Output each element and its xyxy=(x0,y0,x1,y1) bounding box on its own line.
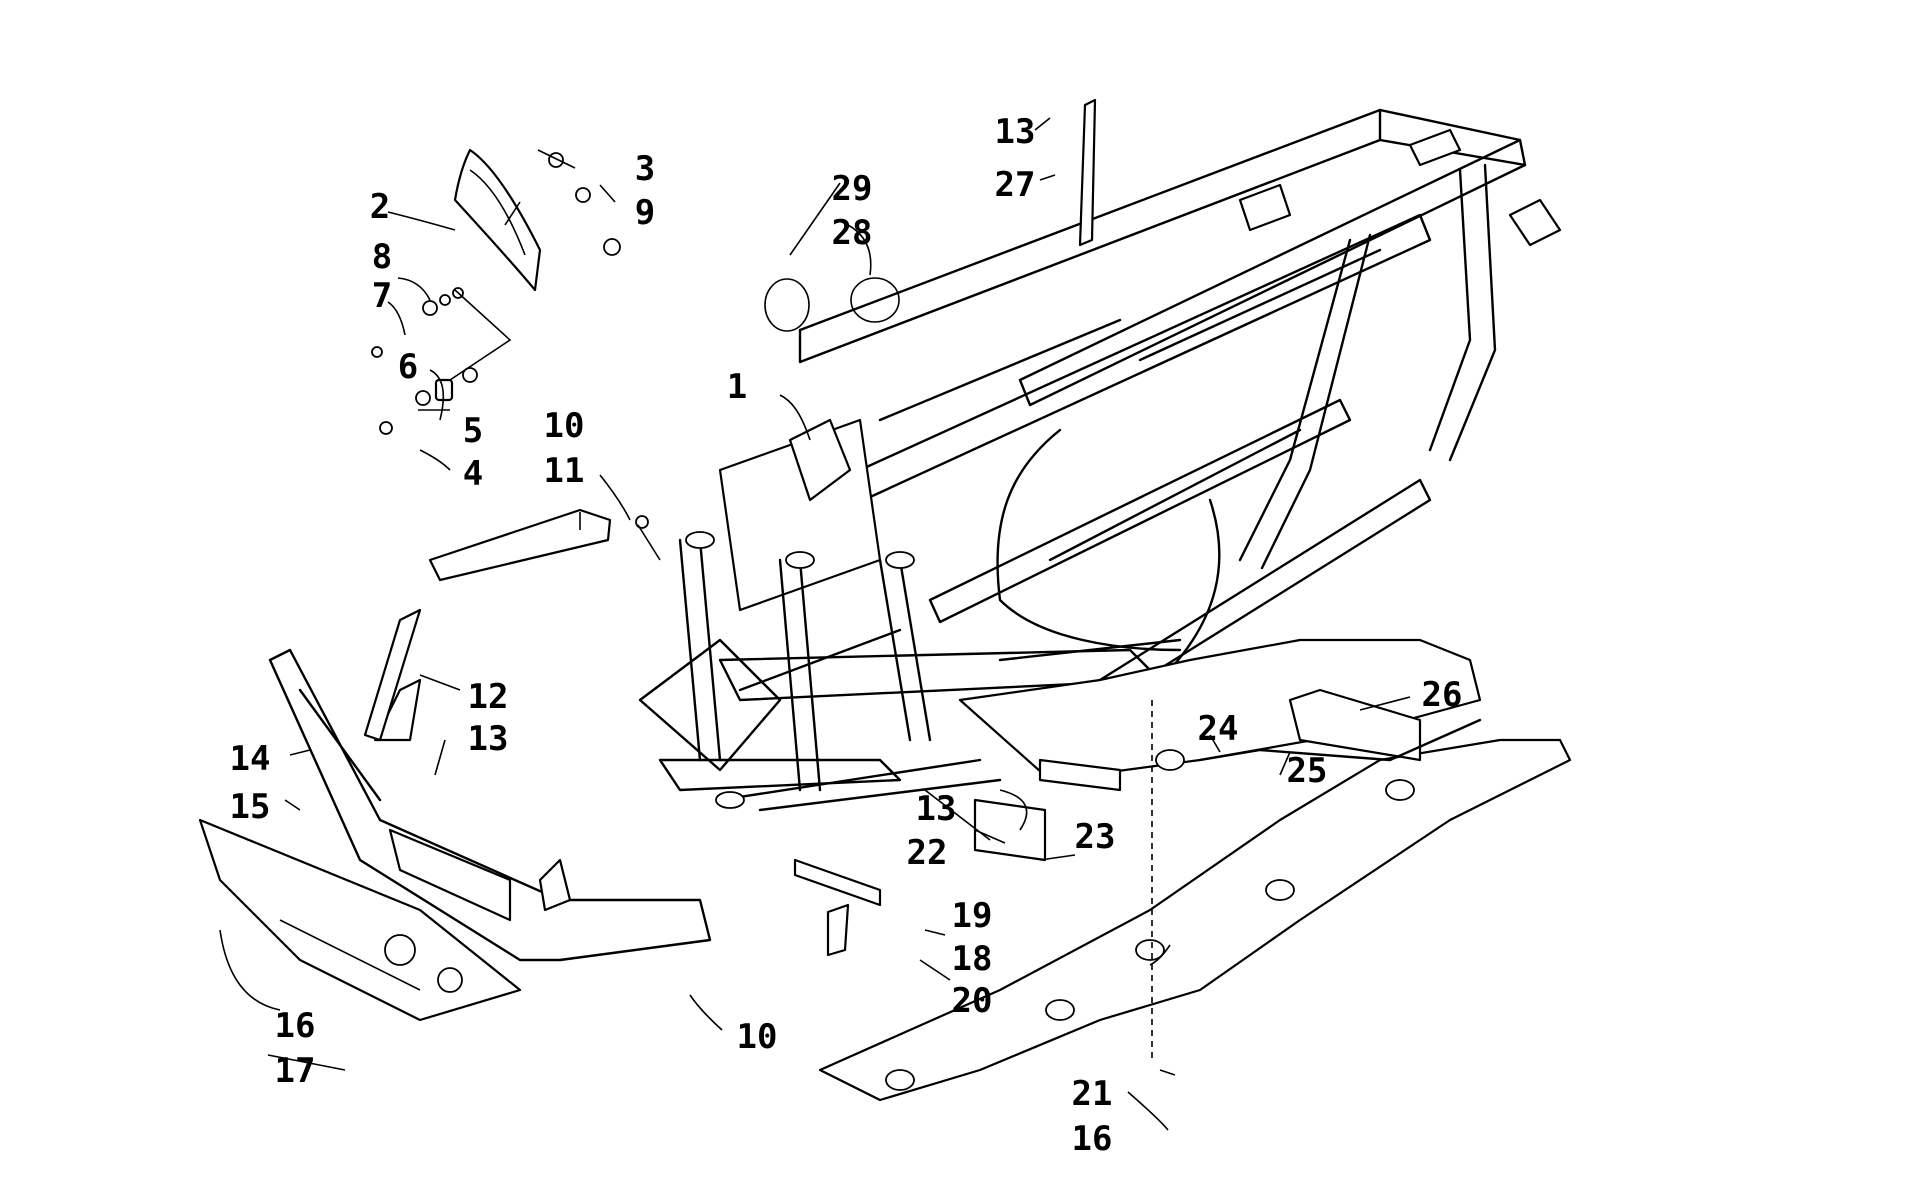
callout-26: 26 xyxy=(1422,675,1463,715)
callout-15: 15 xyxy=(230,787,271,827)
headlight-hardware xyxy=(371,152,621,435)
headlight-assembly xyxy=(453,148,542,292)
callout-13c: 13 xyxy=(995,112,1036,152)
callout-19: 19 xyxy=(952,896,993,936)
leader-lines xyxy=(219,117,1411,1131)
main-skid-plate xyxy=(818,638,1572,1102)
callout-23: 23 xyxy=(1075,817,1116,857)
callout-5: 5 xyxy=(463,411,483,451)
callout-7: 7 xyxy=(372,276,392,316)
callout-16b: 16 xyxy=(1072,1119,1113,1159)
bracket-18 xyxy=(793,858,882,957)
callout-20: 20 xyxy=(952,981,993,1021)
callout-13b: 13 xyxy=(916,789,957,829)
brace-12 xyxy=(363,608,422,742)
pads xyxy=(973,758,1122,862)
callout-labels: 1 2 3 4 5 6 7 8 9 10 10 11 12 13 13 13 1… xyxy=(230,112,1463,1159)
callout-24: 24 xyxy=(1198,709,1239,749)
callout-29: 29 xyxy=(832,169,873,209)
callout-14: 14 xyxy=(230,739,271,779)
callout-28: 28 xyxy=(832,213,873,253)
callout-11: 11 xyxy=(544,451,585,491)
clamps xyxy=(764,277,900,332)
callout-10b: 10 xyxy=(737,1017,778,1057)
callout-6: 6 xyxy=(398,347,418,387)
callout-22: 22 xyxy=(907,833,948,873)
callout-12: 12 xyxy=(468,677,509,717)
callout-10a: 10 xyxy=(544,406,585,446)
callout-3: 3 xyxy=(635,149,655,189)
callout-8: 8 xyxy=(372,237,392,277)
callout-2: 2 xyxy=(370,187,390,227)
brace-27 xyxy=(1078,98,1097,247)
callout-17: 17 xyxy=(275,1051,316,1091)
callout-16a: 16 xyxy=(275,1006,316,1046)
callout-1: 1 xyxy=(727,367,747,407)
callout-4: 4 xyxy=(463,454,483,494)
callout-9: 9 xyxy=(635,193,655,233)
footrest-26 xyxy=(1198,688,1482,762)
callout-13a: 13 xyxy=(468,719,509,759)
callout-18: 18 xyxy=(952,939,993,979)
bracket-11 xyxy=(428,508,649,582)
front-skid-plate xyxy=(198,818,522,1022)
callout-21: 21 xyxy=(1072,1074,1113,1114)
front-bumper xyxy=(268,648,712,962)
callout-25: 25 xyxy=(1287,751,1328,791)
callout-27: 27 xyxy=(995,165,1036,205)
